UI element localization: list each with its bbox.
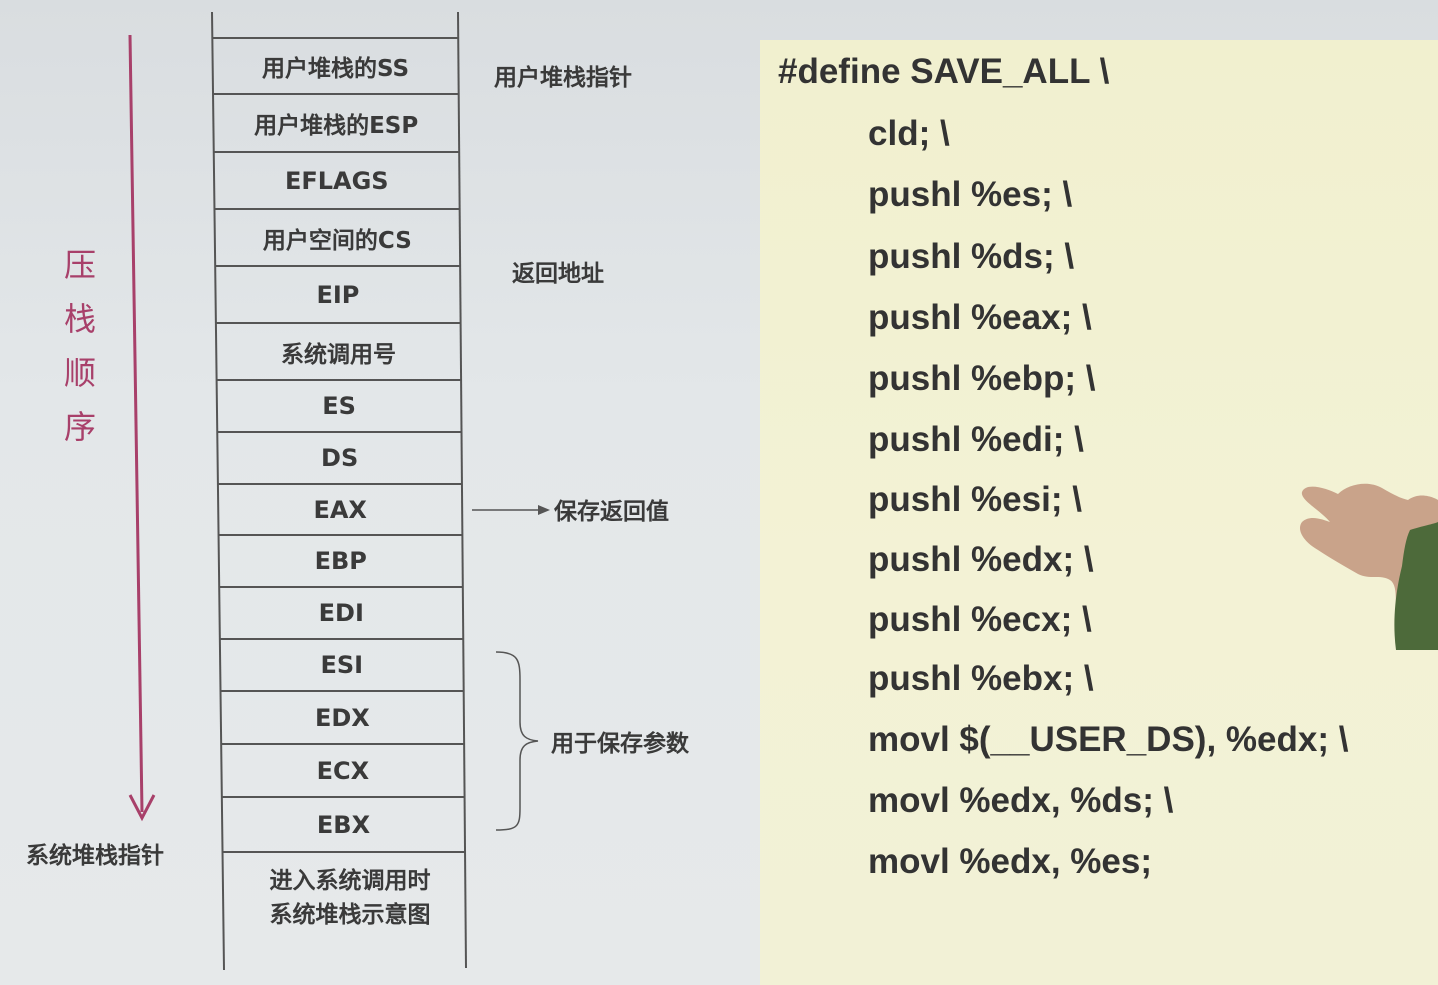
return-address-label: 返回地址 [512,261,604,287]
sleeve [1394,522,1438,650]
stack-caption: 进入系统调用时 系统堆栈示意图 [232,864,468,932]
push-order-char: 顺 [63,354,96,392]
user-stack-pointer-label: 用户堆栈指针 [494,65,632,91]
presenter-hand-image [1299,483,1438,650]
stack-caption-line2: 系统堆栈示意图 [269,902,431,928]
stack-cell: EDX [314,703,370,732]
stack-cell: 系统调用号 [281,341,397,368]
save-return-value-label: 保存返回值 [554,499,669,525]
stack-cell: 用户堆栈的SS [262,56,410,82]
stack-cell: EAX [313,495,367,524]
stack-cell: EDI [318,599,364,627]
code-define-line: #define SAVE_ALL \ [778,52,1110,91]
stack-cell: ES [322,392,356,420]
stack-cell: 用户堆栈的ESP [254,113,419,139]
code-line: pushl %ecx; \ [868,600,1092,639]
code-line: movl $(__USER_DS), %edx; \ [868,720,1349,759]
push-order-arrow-shaft [128,34,144,813]
stack-cell: EIP [316,280,360,309]
push-order-char: 压 [63,246,96,284]
code-line: cld; \ [868,114,950,153]
code-line: pushl %ds; \ [868,237,1075,276]
code-line: pushl %ebx; \ [868,659,1094,698]
stack-cell: EBP [314,547,367,575]
stack-cell: 用户空间的CS [262,227,412,254]
code-line: movl %edx, %ds; \ [868,781,1174,820]
push-order-char: 栈 [63,300,96,338]
stack-cell: ESI [320,651,364,679]
stack-caption-line1: 进入系统调用时 [269,868,431,894]
system-stack-pointer-label: 系统堆栈指针 [26,843,164,869]
push-order-char: 序 [63,408,96,446]
code-line: pushl %edi; \ [868,420,1084,459]
code-line: movl %edx, %es; [868,842,1152,881]
stack-cell: ECX [316,756,370,785]
stack-cell: EFLAGS [284,166,389,195]
push-order-arrow-head [128,794,156,822]
push-order-label: 压 栈 顺 序 [60,238,100,454]
code-line: pushl %edx; \ [868,540,1094,579]
code-line: pushl %ebp; \ [868,359,1096,398]
stack-left-border [211,11,225,971]
code-line: pushl %eax; \ [868,298,1092,337]
params-brace [495,651,539,831]
code-line: pushl %es; \ [868,175,1073,214]
stack-cell: DS [321,444,359,472]
code-line: pushl %esi; \ [868,480,1082,519]
save-params-label: 用于保存参数 [551,731,689,757]
stack-row-lines [212,37,466,853]
stack-right-border [457,11,467,969]
stack-cell: EBX [316,810,371,839]
return-value-arrow-head [538,505,550,515]
